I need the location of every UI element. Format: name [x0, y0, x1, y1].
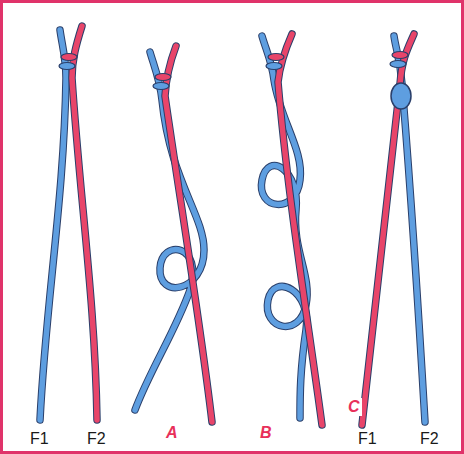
strand-label: F1 [28, 430, 51, 448]
knot-wrap [155, 74, 171, 81]
strand-label: F2 [418, 430, 441, 448]
line-strand [165, 46, 212, 422]
line-strand [278, 34, 322, 425]
knot-wrap [61, 54, 77, 61]
knot-wrap [59, 63, 75, 70]
knot-wrap [390, 61, 406, 68]
strand-outline [40, 30, 66, 420]
line-strand [362, 34, 414, 425]
strand-label: F2 [85, 430, 108, 448]
step-label: C [346, 398, 362, 416]
strand-label: F1 [356, 430, 379, 448]
line-strand [261, 36, 307, 418]
knot-wrap [268, 54, 284, 61]
strand-outline [165, 46, 212, 422]
step-label: A [164, 424, 180, 442]
line-strand [40, 30, 66, 420]
strand-outline [261, 36, 307, 418]
step-label: B [258, 424, 274, 442]
strand-outline [72, 26, 97, 420]
knot-wrap [266, 63, 282, 70]
strand-outline [362, 34, 414, 425]
knot-wrap [153, 83, 169, 90]
strand-outline [278, 34, 322, 425]
knot-wrap [392, 52, 408, 59]
finished-knot [391, 83, 411, 109]
line-strand [72, 26, 97, 420]
